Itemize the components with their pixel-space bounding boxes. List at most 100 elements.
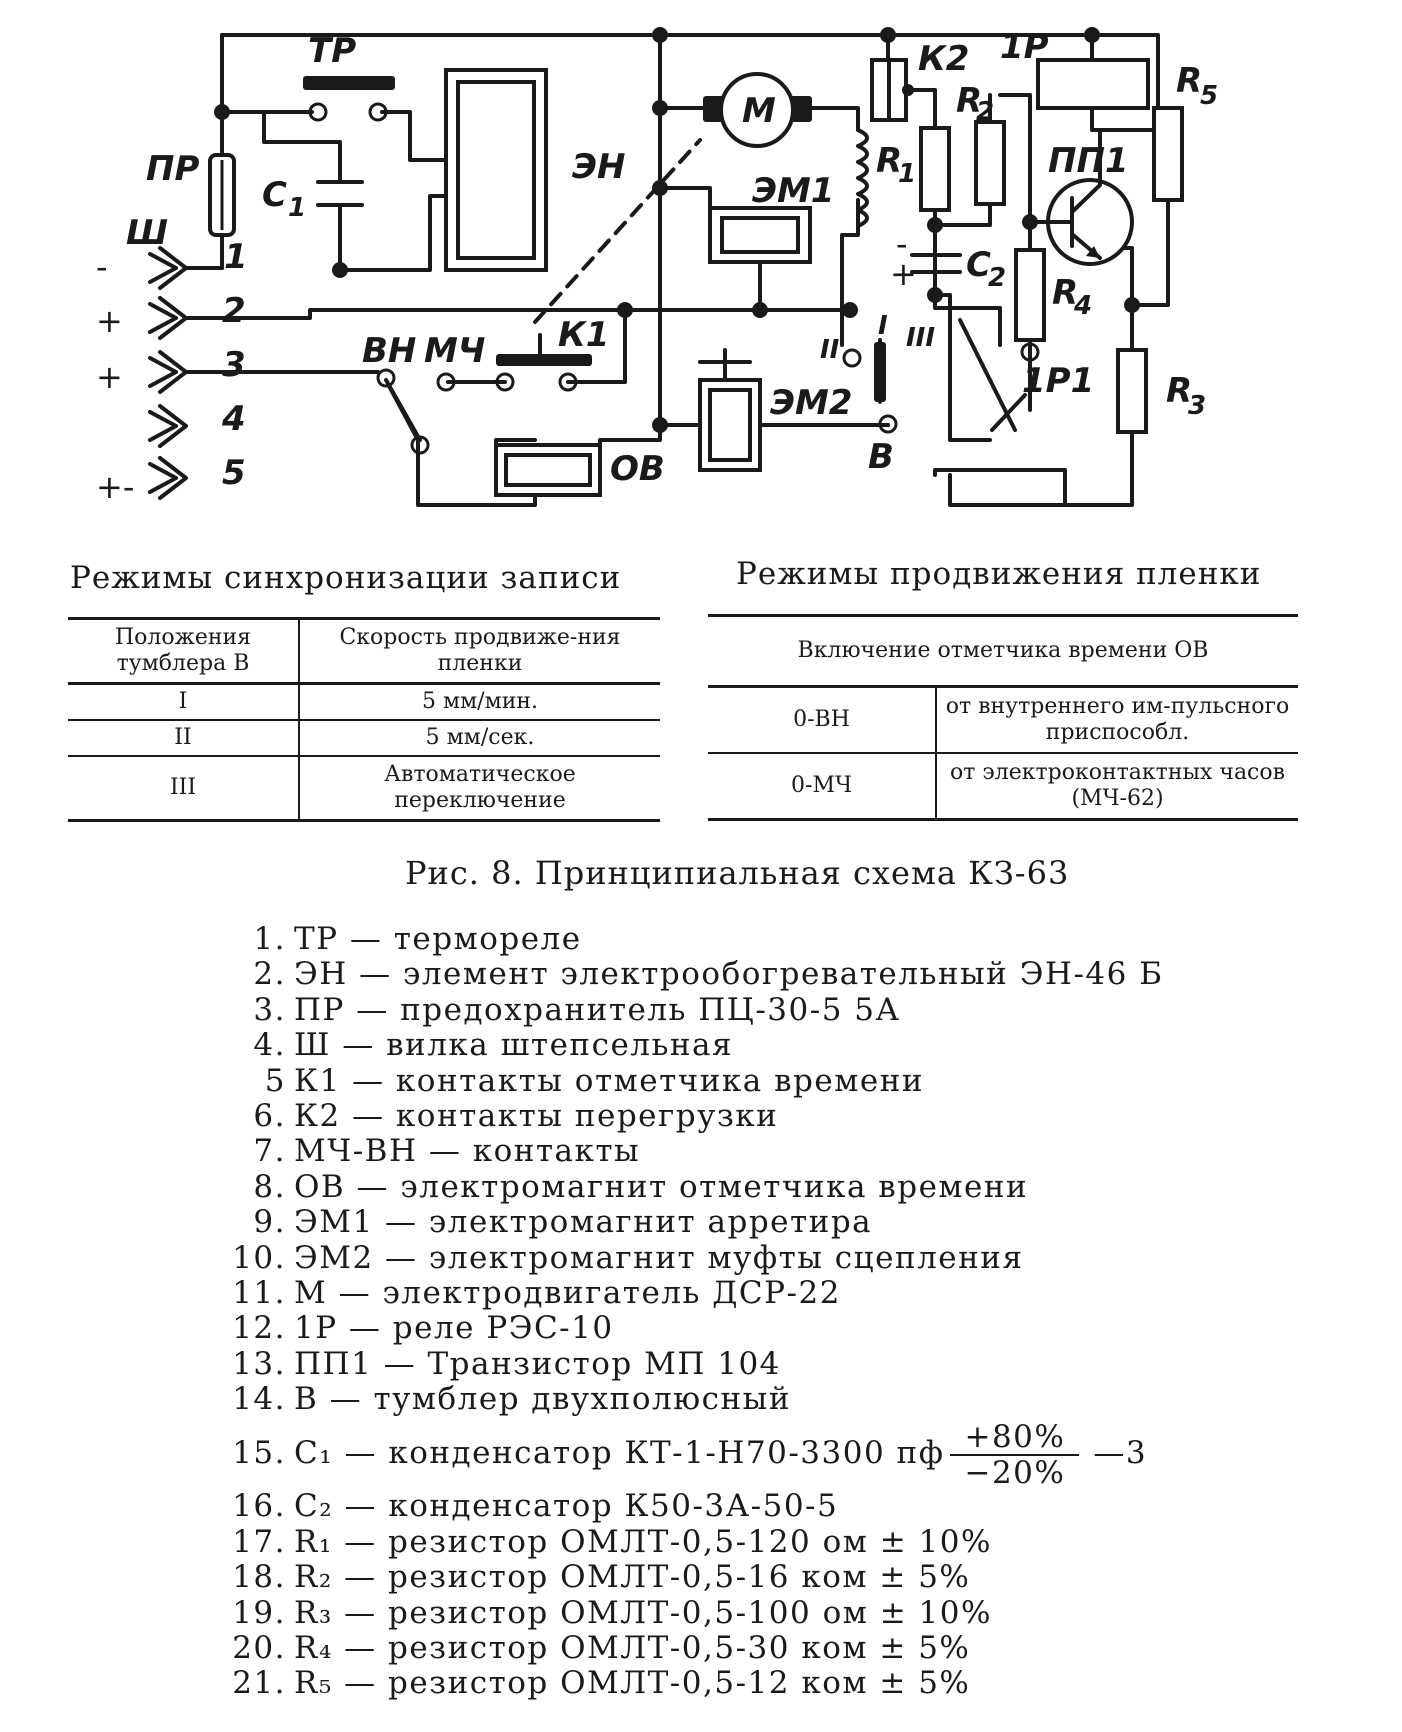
list-item: 20.R₄ — резистор ОМЛТ-0,5-30 ком ± 5%	[224, 1630, 1164, 1666]
list-item: 14.В — тумблер двухполюсный	[224, 1381, 1164, 1418]
legend-number: 8.	[253, 1168, 286, 1205]
label-k2: К2	[918, 39, 969, 79]
fraction-numerator: +80%	[950, 1420, 1080, 1456]
legend-text: В — тумблер двухполюсный	[294, 1381, 792, 1418]
legend-suffix: —3	[1093, 1435, 1148, 1472]
relay-1p	[1036, 58, 1150, 110]
sync-table-title: Режимы синхронизации записи	[70, 560, 622, 596]
sync-header-speed: Скорость продвиже-ния пленки	[299, 618, 660, 685]
legend-text: R₅ — резистор ОМЛТ-0,5-12 ком ± 5%	[294, 1665, 971, 1702]
label-k1: К1	[558, 315, 609, 355]
label-pp1: ПП1	[1048, 141, 1129, 181]
legend-number: 18.	[232, 1559, 286, 1596]
sync-cell-position: III	[68, 756, 300, 821]
list-item: 3.ПР — предохранитель ПЦ-30-5 5А	[224, 991, 1164, 1028]
label-r4-sub: 4	[1073, 291, 1092, 321]
capacitor-c1	[316, 180, 364, 207]
film-cell-mode: 0-МЧ	[708, 753, 937, 820]
sync-table-header: Положения тумблера В Скорость продвиже-н…	[68, 618, 660, 685]
plug-pin-5: 5	[222, 453, 246, 493]
table-row: I 5 мм/мин.	[68, 683, 660, 721]
electromagnet-em1	[708, 206, 812, 264]
label-en: ЭН	[572, 147, 625, 187]
legend-text: 1Р — реле РЭС-10	[294, 1310, 614, 1347]
legend-text: ТР — термореле	[294, 921, 582, 957]
legend-text: ПП1 — Транзистор МП 104	[294, 1345, 781, 1382]
film-cell-description: от электроконтактных часов (МЧ-62)	[949, 760, 1286, 811]
legend-text: К2 — контакты перегрузки	[294, 1097, 779, 1134]
resistor-r3	[1116, 348, 1148, 434]
label-1p1: 1Р1	[1022, 361, 1094, 401]
label-r1: R	[876, 141, 902, 181]
label-m: М	[742, 91, 776, 131]
legend-text: C₁ — конденсатор КТ-1-Н70-3300 пф	[294, 1435, 945, 1472]
label-pos-ii: II	[820, 335, 840, 365]
table-row: 0-ВН от внутреннего им-пульсного приспос…	[708, 686, 1298, 754]
open-contacts	[308, 102, 1040, 455]
label-mch: МЧ	[424, 331, 485, 371]
label-c1-sub: 1	[288, 193, 306, 223]
label-em1: ЭМ1	[752, 171, 834, 211]
legend-text: R₁ — резистор ОМЛТ-0,5-120 ом ± 10%	[294, 1523, 992, 1560]
sync-cell-position: II	[68, 720, 300, 757]
circuit-schematic: ТР ЭН ПР Ш C 1 М К2 R 2 R 1 1Р R 5 ПП1 Э…	[96, 27, 1218, 507]
junction-dots	[214, 27, 1140, 433]
label-sh: Ш	[126, 213, 168, 253]
tolerance-fraction: +80%−20%	[950, 1420, 1080, 1491]
label-vn: ВН	[362, 331, 416, 371]
sync-cell-position: I	[68, 683, 300, 721]
label-r3-sub: 3	[1188, 391, 1206, 421]
label-c1: C	[262, 175, 287, 215]
film-cell-mode: 0-ВН	[708, 686, 937, 754]
label-c2-sub: 2	[988, 263, 1006, 293]
label-c2-minus: -	[896, 225, 908, 263]
label-b: В	[868, 437, 894, 477]
plug-sign-5: +-	[96, 468, 134, 506]
list-item: 15.C₁ — конденсатор КТ-1-Н70-3300 пф+80%…	[224, 1417, 1164, 1491]
list-item: 4.Ш — вилка штепсельная	[224, 1027, 1164, 1063]
label-pos-iii: III	[906, 323, 935, 353]
electromagnet-ov	[494, 443, 602, 497]
legend-number: 1.	[253, 921, 286, 957]
list-item: 17.R₁ — резистор ОМЛТ-0,5-120 ом ± 10%	[224, 1523, 1164, 1560]
list-item: 21.R₅ — резистор ОМЛТ-0,5-12 ком ± 5%	[224, 1665, 1164, 1702]
k1-contact-bar	[496, 354, 592, 366]
label-r5-sub: 5	[1200, 81, 1218, 111]
heating-element	[444, 68, 548, 272]
list-item: 10.ЭМ2 — электромагнит муфты сцепления	[224, 1240, 1164, 1276]
plug-pin-2: 2	[222, 291, 246, 331]
list-item: 9.ЭМ1 — электромагнит арретира	[224, 1204, 1164, 1240]
film-table: Включение отметчика времени ОВ 0-ВН от в…	[708, 614, 1298, 821]
legend-number: 6.	[253, 1097, 286, 1134]
legend-number: 15.	[232, 1435, 286, 1472]
legend-text: МЧ-ВН — контакты	[294, 1133, 641, 1170]
legend-text: ЭН — элемент электрообогревательный ЭН-4…	[294, 956, 1164, 993]
plug-pin-1: 1	[224, 237, 248, 277]
list-item: 13.ПП1 — Транзистор МП 104	[224, 1345, 1164, 1382]
label-pos-i: I	[878, 311, 888, 341]
label-r2-sub: 2	[976, 97, 994, 127]
resistor-r2	[919, 126, 951, 212]
transistor-pp1	[1046, 128, 1134, 266]
legend-number: 5	[264, 1062, 286, 1099]
label-tp: ТР	[308, 31, 356, 71]
list-item: 7.МЧ-ВН — контакты	[224, 1133, 1164, 1170]
list-item: 8.ОВ — электромагнит отметчика времени	[224, 1168, 1164, 1205]
sync-table: Положения тумблера В Скорость продвиже-н…	[68, 617, 660, 822]
legend-text: C₂ — конденсатор К50-3А-50-5	[294, 1488, 839, 1525]
list-item: 11.М — электродвигатель ДСР-22	[224, 1275, 1164, 1311]
label-em2: ЭМ2	[770, 383, 852, 423]
fraction-denominator: −20%	[964, 1454, 1066, 1491]
legend-text: ПР — предохранитель ПЦ-30-5 5А	[294, 991, 901, 1028]
table-row: III Автоматическое переключение	[68, 756, 660, 821]
resistor-r2b	[974, 120, 1006, 206]
film-header: Включение отметчика времени ОВ	[708, 615, 1298, 688]
resistor-r1-coil	[856, 128, 869, 228]
legend-number: 21.	[232, 1665, 286, 1702]
legend-number: 19.	[232, 1594, 286, 1631]
label-1p: 1Р	[1000, 27, 1049, 67]
overload-contacts-k2	[870, 58, 914, 122]
switch-b-lever	[874, 342, 886, 402]
label-r3: R	[1166, 371, 1192, 411]
